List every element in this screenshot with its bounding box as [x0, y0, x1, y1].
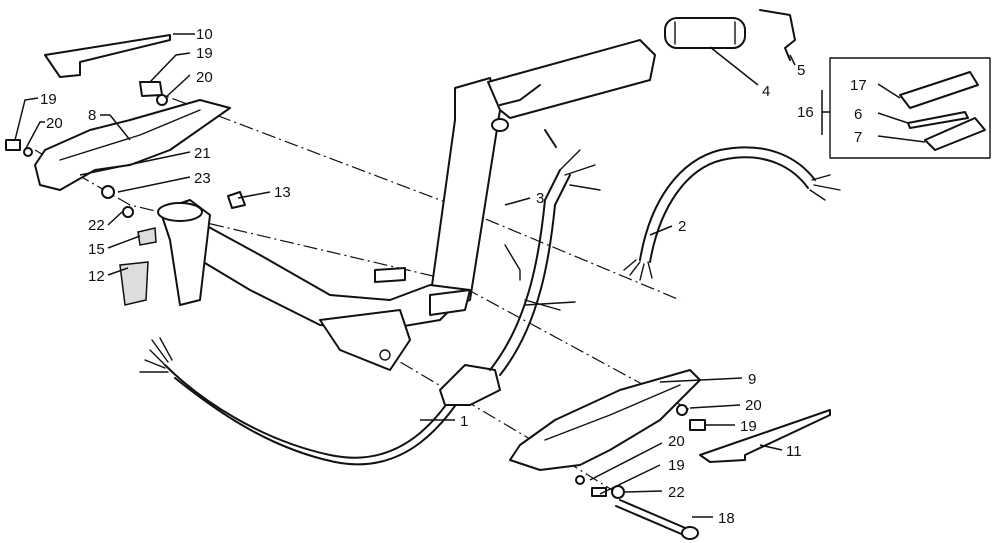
callout-16: 16 — [797, 104, 814, 121]
callout-4: 4 — [762, 83, 770, 100]
sub-harness — [623, 146, 841, 281]
callout-9: 9 — [748, 371, 756, 388]
callout-2: 2 — [678, 218, 686, 235]
callout-18: 18 — [718, 510, 735, 527]
callout-15: 15 — [88, 241, 105, 258]
callout-20: 20 — [668, 433, 685, 450]
callout-8: 8 — [88, 107, 96, 124]
main-frame — [157, 39, 656, 371]
callout-22: 22 — [88, 217, 105, 234]
callout-11: 11 — [786, 443, 802, 460]
callout-labels: 10 19 20 19 20 8 21 23 22 15 12 13 3 2 4… — [40, 26, 867, 527]
handlebar-grip — [664, 17, 746, 49]
callout-20: 20 — [196, 69, 213, 86]
pivot-rod — [615, 499, 699, 540]
callout-19: 19 — [740, 418, 757, 435]
callout-20: 20 — [46, 115, 63, 132]
callout-19: 19 — [668, 457, 685, 474]
right-side-panel — [509, 369, 701, 471]
callout-7: 7 — [854, 129, 862, 146]
fasteners — [5, 81, 706, 499]
callout-23: 23 — [194, 170, 211, 187]
repair-kit-box — [829, 57, 991, 159]
callout-13: 13 — [274, 184, 291, 201]
clip-and-pads — [119, 191, 246, 306]
trim-strips — [44, 34, 831, 463]
callout-19: 19 — [40, 91, 57, 108]
callout-19: 19 — [196, 45, 213, 62]
wire-harness — [139, 149, 601, 466]
bracket-wire — [759, 9, 796, 61]
callout-10: 10 — [196, 26, 213, 43]
callout-22: 22 — [668, 484, 685, 501]
callout-17: 17 — [850, 77, 867, 94]
callout-1: 1 — [460, 413, 468, 430]
callout-21: 21 — [194, 145, 211, 162]
leader-lines — [14, 33, 926, 518]
callout-20: 20 — [745, 397, 762, 414]
callout-3: 3 — [536, 190, 544, 207]
callout-5: 5 — [797, 62, 805, 79]
left-side-panel — [34, 99, 231, 191]
callout-12: 12 — [88, 268, 105, 285]
callout-6: 6 — [854, 106, 862, 123]
